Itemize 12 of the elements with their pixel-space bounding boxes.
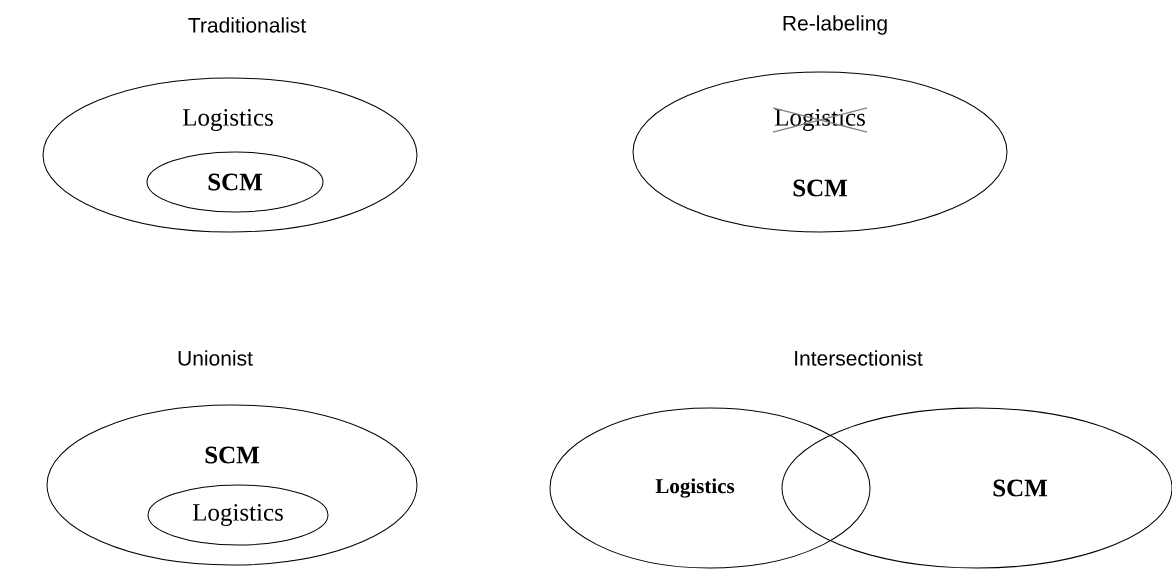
heading: Traditionalist bbox=[188, 17, 306, 33]
heading: Unionist bbox=[178, 350, 253, 366]
crossed-out-label: Logistics bbox=[772, 107, 868, 133]
ellipse-label: SCM bbox=[205, 446, 260, 464]
heading: Intersectionist bbox=[795, 350, 923, 366]
ellipse-label: SCM bbox=[208, 173, 263, 191]
heading: Re-labeling bbox=[783, 15, 887, 35]
ellipse-label: SCM bbox=[793, 179, 848, 197]
ellipse-label: SCM bbox=[993, 479, 1048, 497]
ellipse-label: Logistics bbox=[655, 478, 735, 498]
ellipse-label: Logistics bbox=[182, 109, 273, 131]
ellipse-label: Logistics bbox=[192, 504, 283, 526]
